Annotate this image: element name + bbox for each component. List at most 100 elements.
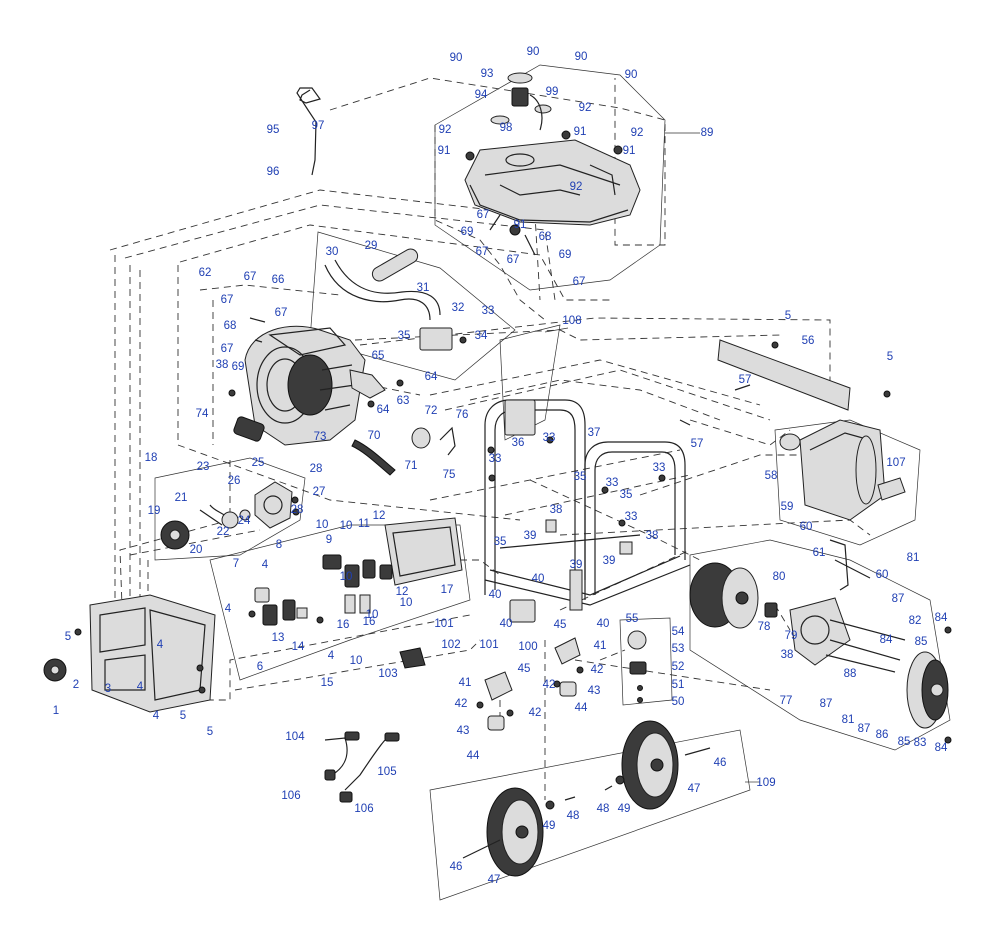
control-panel	[248, 517, 463, 626]
part-callout-35: 35	[620, 489, 633, 501]
part-callout-39: 39	[603, 555, 616, 567]
part-callout-81: 81	[842, 714, 855, 726]
part-callout-16: 16	[363, 616, 376, 628]
part-callout-51: 51	[672, 679, 685, 691]
part-callout-14: 14	[292, 641, 305, 653]
part-callout-70: 70	[368, 430, 381, 442]
part-callout-46: 46	[714, 757, 727, 769]
part-callout-42: 42	[591, 664, 604, 676]
part-callout-87: 87	[858, 723, 871, 735]
part-callout-40: 40	[597, 618, 610, 630]
part-callout-100: 100	[518, 641, 537, 653]
part-callout-60: 60	[876, 569, 889, 581]
part-callout-8: 8	[276, 539, 282, 551]
part-callout-49: 49	[543, 820, 556, 832]
part-callout-83: 83	[914, 737, 927, 749]
recoil-starter	[160, 481, 300, 550]
part-callout-91: 91	[623, 145, 636, 157]
part-callout-32: 32	[452, 302, 465, 314]
part-callout-64: 64	[377, 404, 390, 416]
part-callout-36: 36	[512, 437, 525, 449]
front-panel	[43, 594, 216, 713]
part-callout-42: 42	[543, 679, 556, 691]
part-callout-67: 67	[221, 294, 234, 306]
part-callout-103: 103	[378, 668, 397, 680]
part-callout-68: 68	[224, 320, 237, 332]
part-callout-10: 10	[340, 571, 353, 583]
part-callout-72: 72	[425, 405, 438, 417]
part-callout-52: 52	[672, 661, 685, 673]
part-callout-4: 4	[153, 710, 160, 722]
part-callout-39: 39	[570, 559, 583, 571]
part-callout-57: 57	[691, 438, 704, 450]
part-callout-44: 44	[575, 702, 588, 714]
part-callout-25: 25	[252, 457, 265, 469]
part-callout-101: 101	[479, 639, 498, 651]
part-callout-49: 49	[618, 803, 631, 815]
part-callout-92: 92	[439, 124, 452, 136]
part-callout-88: 88	[844, 668, 857, 680]
part-callout-5: 5	[887, 351, 893, 363]
part-callout-43: 43	[457, 725, 470, 737]
part-callout-33: 33	[543, 432, 556, 444]
part-callout-11: 11	[358, 518, 370, 530]
part-callout-33: 33	[625, 511, 638, 523]
part-callout-20: 20	[190, 544, 203, 556]
feet-brackets	[399, 637, 584, 731]
part-callout-73: 73	[314, 431, 327, 443]
part-callout-87: 87	[820, 698, 833, 710]
part-callout-5: 5	[207, 726, 213, 738]
part-callout-86: 86	[876, 729, 889, 741]
part-callout-84: 84	[935, 612, 948, 624]
part-callout-67: 67	[476, 246, 489, 258]
part-callout-87: 87	[892, 593, 905, 605]
part-callout-13: 13	[272, 632, 285, 644]
part-callout-57: 57	[739, 374, 752, 386]
part-callout-30: 30	[326, 246, 339, 258]
part-callout-95: 95	[267, 124, 280, 136]
part-callout-62: 62	[199, 267, 212, 279]
part-callout-67: 67	[507, 254, 520, 266]
part-callout-22: 22	[217, 526, 230, 538]
part-callout-85: 85	[898, 736, 911, 748]
outlet-assembly	[627, 630, 647, 703]
part-callout-28: 28	[291, 504, 304, 516]
part-callout-48: 48	[567, 810, 580, 822]
part-callout-10: 10	[316, 519, 329, 531]
part-callout-4: 4	[328, 650, 335, 662]
part-callout-67: 67	[275, 307, 288, 319]
part-callout-43: 43	[588, 685, 601, 697]
part-callout-63: 63	[397, 395, 410, 407]
part-callout-94: 94	[475, 89, 488, 101]
part-callout-105: 105	[377, 766, 396, 778]
frame	[484, 399, 691, 623]
part-callout-27: 27	[313, 486, 326, 498]
part-callout-42: 42	[455, 698, 468, 710]
fuel-line	[296, 87, 467, 351]
part-callout-35: 35	[494, 536, 507, 548]
part-callout-38: 38	[216, 359, 229, 371]
part-callout-78: 78	[758, 621, 771, 633]
part-callout-93: 93	[481, 68, 494, 80]
part-callout-84: 84	[935, 742, 948, 754]
part-callout-50: 50	[672, 696, 685, 708]
part-callout-40: 40	[532, 573, 545, 585]
part-callout-5: 5	[65, 631, 71, 643]
part-callout-90: 90	[527, 46, 540, 58]
part-callout-47: 47	[488, 874, 501, 886]
part-callout-5: 5	[785, 310, 791, 322]
part-callout-38: 38	[646, 530, 659, 542]
part-callout-56: 56	[802, 335, 815, 347]
part-callout-4: 4	[225, 603, 232, 615]
part-callout-92: 92	[570, 181, 583, 193]
part-callout-33: 33	[653, 462, 666, 474]
part-callout-48: 48	[597, 803, 610, 815]
engine	[228, 317, 456, 476]
part-callout-18: 18	[145, 452, 158, 464]
part-callout-10: 10	[350, 655, 363, 667]
part-callout-45: 45	[554, 619, 567, 631]
part-callout-101: 101	[434, 618, 453, 630]
alternator	[689, 562, 952, 744]
part-callout-61: 61	[813, 547, 826, 559]
